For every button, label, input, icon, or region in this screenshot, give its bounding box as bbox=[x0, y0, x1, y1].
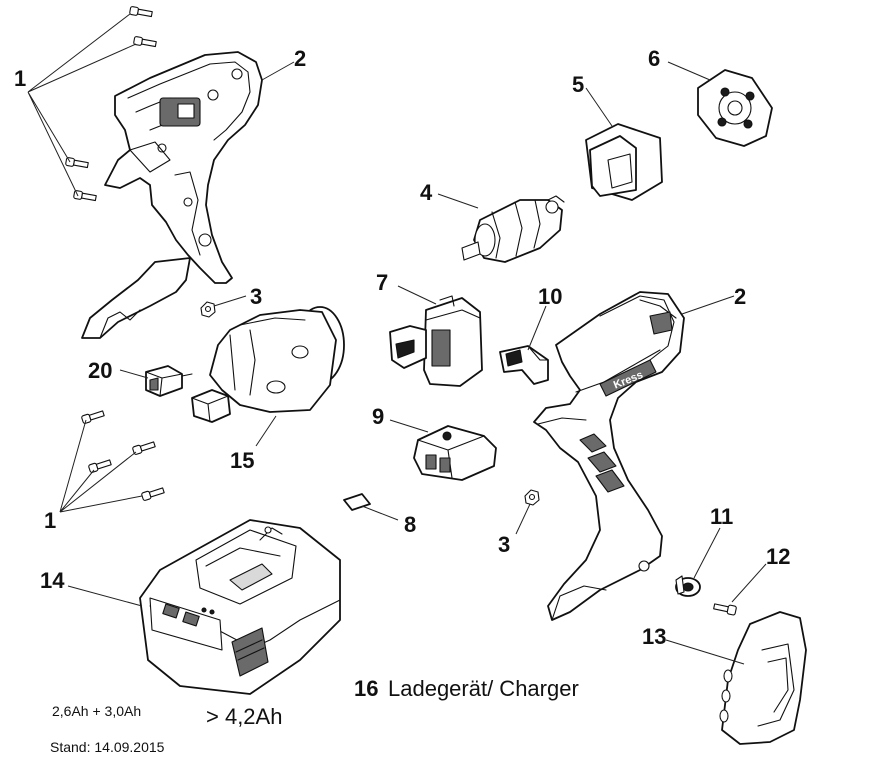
callout-numbers: 1 2 3 4 5 6 7 8 9 10 2 3 11 12 13 14 15 … bbox=[14, 46, 790, 649]
direction-lever bbox=[499, 345, 549, 385]
motor-armature bbox=[461, 195, 565, 263]
magnet-sleeve bbox=[585, 123, 663, 201]
battery-small-capacity: 2,6Ah + 3,0Ah bbox=[52, 703, 141, 719]
callout-12: 12 bbox=[766, 544, 790, 569]
right-housing-half: Kress bbox=[533, 291, 685, 621]
gear-housing-assembly bbox=[191, 306, 345, 423]
revision-date: Stand: 14.09.2015 bbox=[50, 739, 165, 755]
callout-7: 7 bbox=[376, 270, 388, 295]
leader-lines bbox=[27, 13, 767, 665]
belt-clip-bushing bbox=[675, 575, 701, 597]
callout-8: 8 bbox=[404, 512, 416, 537]
hex-nut-top bbox=[200, 301, 216, 318]
callout-1-top: 1 bbox=[14, 66, 26, 91]
belt-clip bbox=[719, 611, 807, 745]
bit-holder bbox=[145, 365, 193, 397]
callout-15: 15 bbox=[230, 448, 254, 473]
charger-label: 16 Ladegerät/ Charger bbox=[354, 676, 579, 701]
left-housing-half bbox=[81, 51, 263, 339]
callout-3-top: 3 bbox=[250, 284, 262, 309]
callout-6: 6 bbox=[648, 46, 660, 71]
belt-clip-screw bbox=[713, 603, 737, 616]
insulation-pad bbox=[343, 493, 371, 511]
callout-11: 11 bbox=[710, 504, 733, 529]
trigger-switch bbox=[389, 295, 483, 387]
callout-20: 20 bbox=[88, 358, 112, 383]
callout-2-top: 2 bbox=[294, 46, 306, 71]
charger-number: 16 bbox=[354, 676, 378, 701]
callout-9: 9 bbox=[372, 404, 384, 429]
callout-4: 4 bbox=[420, 180, 433, 205]
callout-10: 10 bbox=[538, 284, 562, 309]
charger-text: Ladegerät/ Charger bbox=[388, 676, 579, 701]
battery-contact-block bbox=[413, 425, 497, 481]
callout-14: 14 bbox=[40, 568, 65, 593]
callout-1-bottom: 1 bbox=[44, 508, 56, 533]
hex-nut-bottom bbox=[524, 489, 540, 506]
callout-5: 5 bbox=[572, 72, 584, 97]
battery-large-capacity: > 4,2Ah bbox=[206, 704, 282, 729]
callout-3-bottom: 3 bbox=[498, 532, 510, 557]
callout-13: 13 bbox=[642, 624, 666, 649]
callout-2-right: 2 bbox=[734, 284, 746, 309]
end-plate bbox=[697, 69, 773, 147]
screw-set-bottom bbox=[81, 410, 165, 501]
battery-pack bbox=[139, 519, 341, 695]
